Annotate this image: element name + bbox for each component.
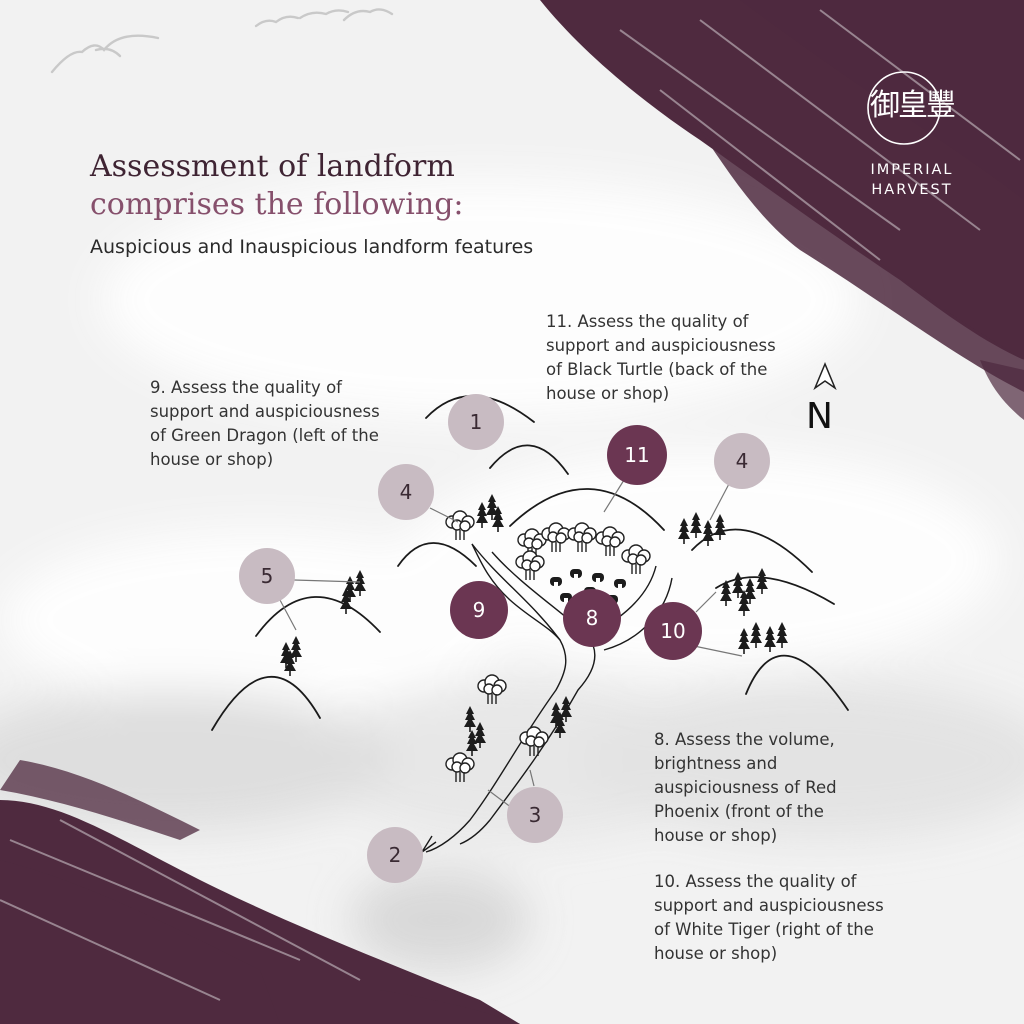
north-arrow-icon: [813, 362, 837, 391]
note-red-phoenix: 8. Assess the volume, brightness and aus…: [654, 730, 837, 845]
brush-texture-bottom-left: [0, 819, 361, 1001]
marker-circle: [607, 425, 667, 485]
brush-texture-top-right: [619, 9, 1021, 261]
marker-circle: [714, 433, 770, 489]
marker-4: 4: [378, 464, 434, 520]
marker-3: 3: [507, 787, 563, 843]
leader-lines: [279, 479, 743, 809]
marker-label: 11: [624, 443, 649, 467]
heading-line-1: Assessment of landform: [90, 149, 455, 184]
marker-1: 1: [448, 394, 504, 450]
marker-9: 9: [450, 581, 508, 639]
marker-label: 5: [261, 564, 274, 588]
logo-brand-name: IMPERIAL HARVEST: [870, 162, 954, 198]
marker-circle: [644, 602, 702, 660]
marker-circle: [448, 394, 504, 450]
mountains: [211, 395, 849, 731]
marker-10: 10: [644, 602, 702, 660]
marker-circle: [563, 589, 621, 647]
brush-stroke-bottom-left: [0, 760, 520, 1024]
north-label: N: [806, 396, 833, 437]
marker-label: 4: [736, 449, 749, 473]
note-white-tiger: 10. Assess the quality of support and au…: [654, 872, 884, 963]
note-green-dragon: 9. Assess the quality of support and aus…: [150, 378, 380, 469]
logo-emblem: [867, 71, 941, 145]
marker-label: 4: [400, 480, 413, 504]
marker-circle: [367, 827, 423, 883]
marker-circle: [239, 548, 295, 604]
marker-circle: [507, 787, 563, 843]
marker-circle: [450, 581, 508, 639]
marker-label: 9: [473, 598, 486, 622]
marker-circle: [378, 464, 434, 520]
marker-11: 11: [607, 425, 667, 485]
note-black-turtle: 11. Assess the quality of support and au…: [546, 312, 776, 403]
heading-line-2: comprises the following:: [90, 187, 464, 222]
marker-label: 3: [529, 803, 542, 827]
marker-4: 4: [714, 433, 770, 489]
brush-stroke-top-right: [540, 0, 1024, 420]
logo-chinese-text: 御皇豐: [870, 88, 956, 123]
marker-8: 8: [563, 589, 621, 647]
marker-label: 2: [389, 843, 402, 867]
marker-5: 5: [239, 548, 295, 604]
marker-label: 1: [470, 410, 483, 434]
marker-label: 8: [586, 606, 599, 630]
birds-decoration: [50, 8, 394, 74]
page-subtitle: Auspicious and Inauspicious landform fea…: [90, 236, 534, 258]
marker-label: 10: [660, 619, 685, 643]
marker-2: 2: [367, 827, 423, 883]
